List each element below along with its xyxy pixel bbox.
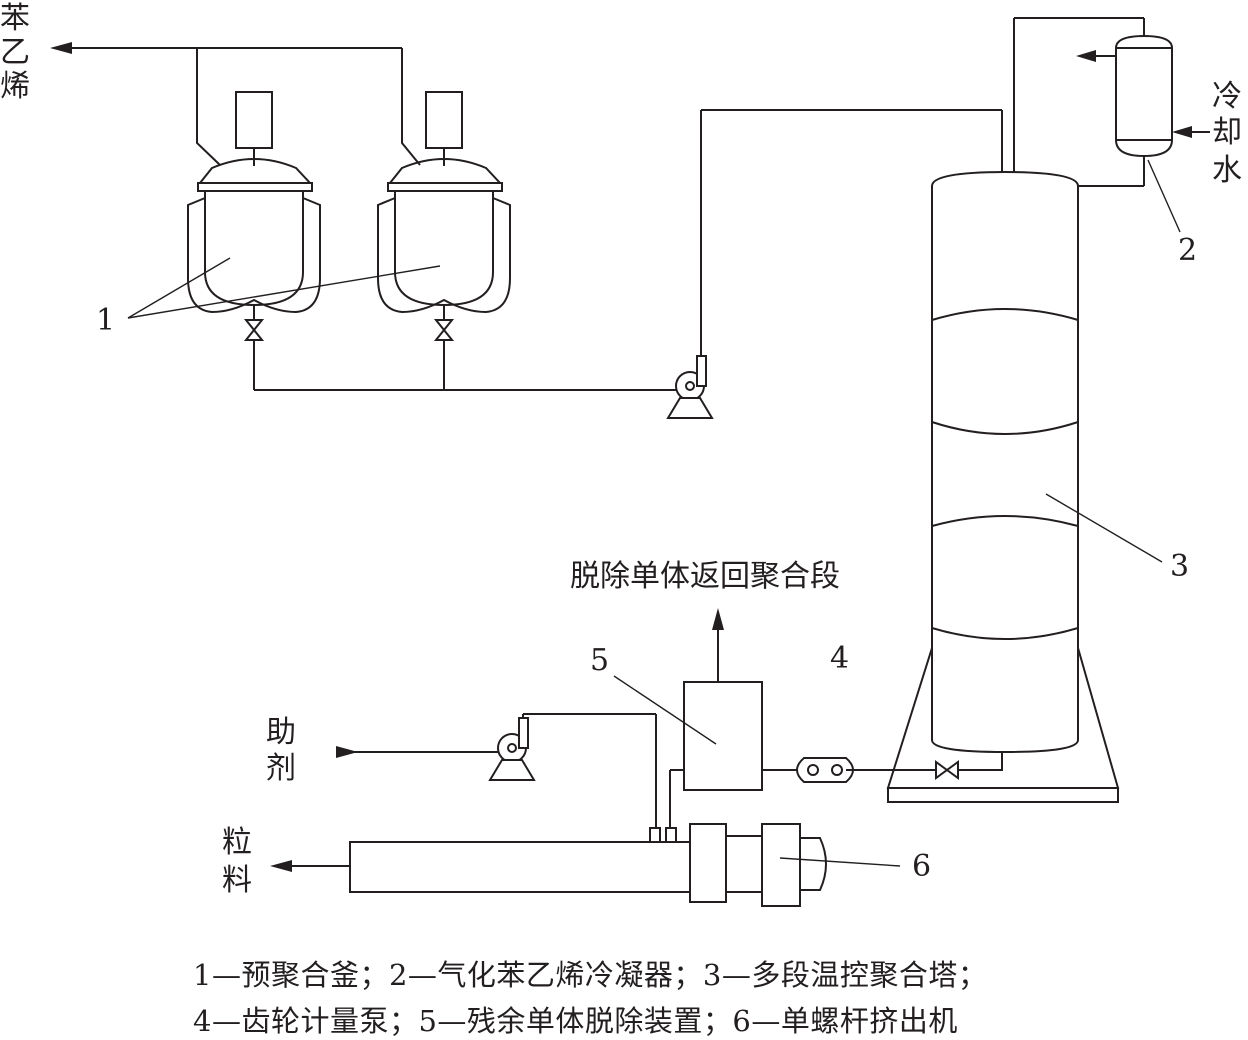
styrene-char-1: 苯: [0, 1, 30, 36]
caption-line-2: 4—齿轮计量泵；5—残余单体脱除装置；6—单螺杆挤出机: [193, 1004, 958, 1038]
label-1-pointers: [127, 257, 441, 319]
cooling-water-char-1: 冷: [1212, 79, 1242, 114]
polymerization-tower: [858, 170, 1163, 803]
pellets-label: 粒 料: [222, 825, 252, 898]
additive-char-1: 助: [266, 715, 296, 750]
cooling-water-label: 冷 却 水: [1212, 79, 1242, 188]
label-number-5: 5: [590, 643, 609, 678]
label-number-4: 4: [830, 641, 849, 676]
styrene-condenser: [1013, 17, 1210, 233]
styrene-vent-line: [50, 42, 421, 166]
cooling-water-char-3: 水: [1212, 153, 1242, 188]
label-number-1: 1: [96, 303, 115, 338]
prepolymerization-reactor-a: [187, 91, 321, 390]
feed-pump: [666, 109, 1003, 419]
label-number-2: 2: [1178, 233, 1197, 268]
caption-line-1: 1—预聚合釜；2—气化苯乙烯冷凝器；3—多段温控聚合塔；: [193, 958, 988, 992]
additive-pump: [336, 713, 657, 828]
pellets-char-2: 料: [222, 863, 252, 898]
cooling-water-char-2: 却: [1212, 115, 1242, 150]
additive-char-2: 剂: [266, 751, 296, 786]
single-screw-extruder: [270, 823, 901, 907]
styrene-char-2: 乙: [0, 35, 30, 70]
label-number-3: 3: [1170, 549, 1189, 584]
pellets-char-1: 粒: [222, 825, 252, 860]
label-number-6: 6: [912, 849, 931, 884]
monomer-removal-unit: [613, 608, 763, 791]
additive-label: 助 剂: [266, 715, 296, 786]
prepolymerization-reactor-b: [377, 91, 511, 390]
styrene-char-3: 烯: [0, 69, 30, 104]
styrene-label: 苯 乙 烯: [0, 1, 30, 104]
monomer-return-label: 脱除单体返回聚合段: [570, 559, 840, 594]
